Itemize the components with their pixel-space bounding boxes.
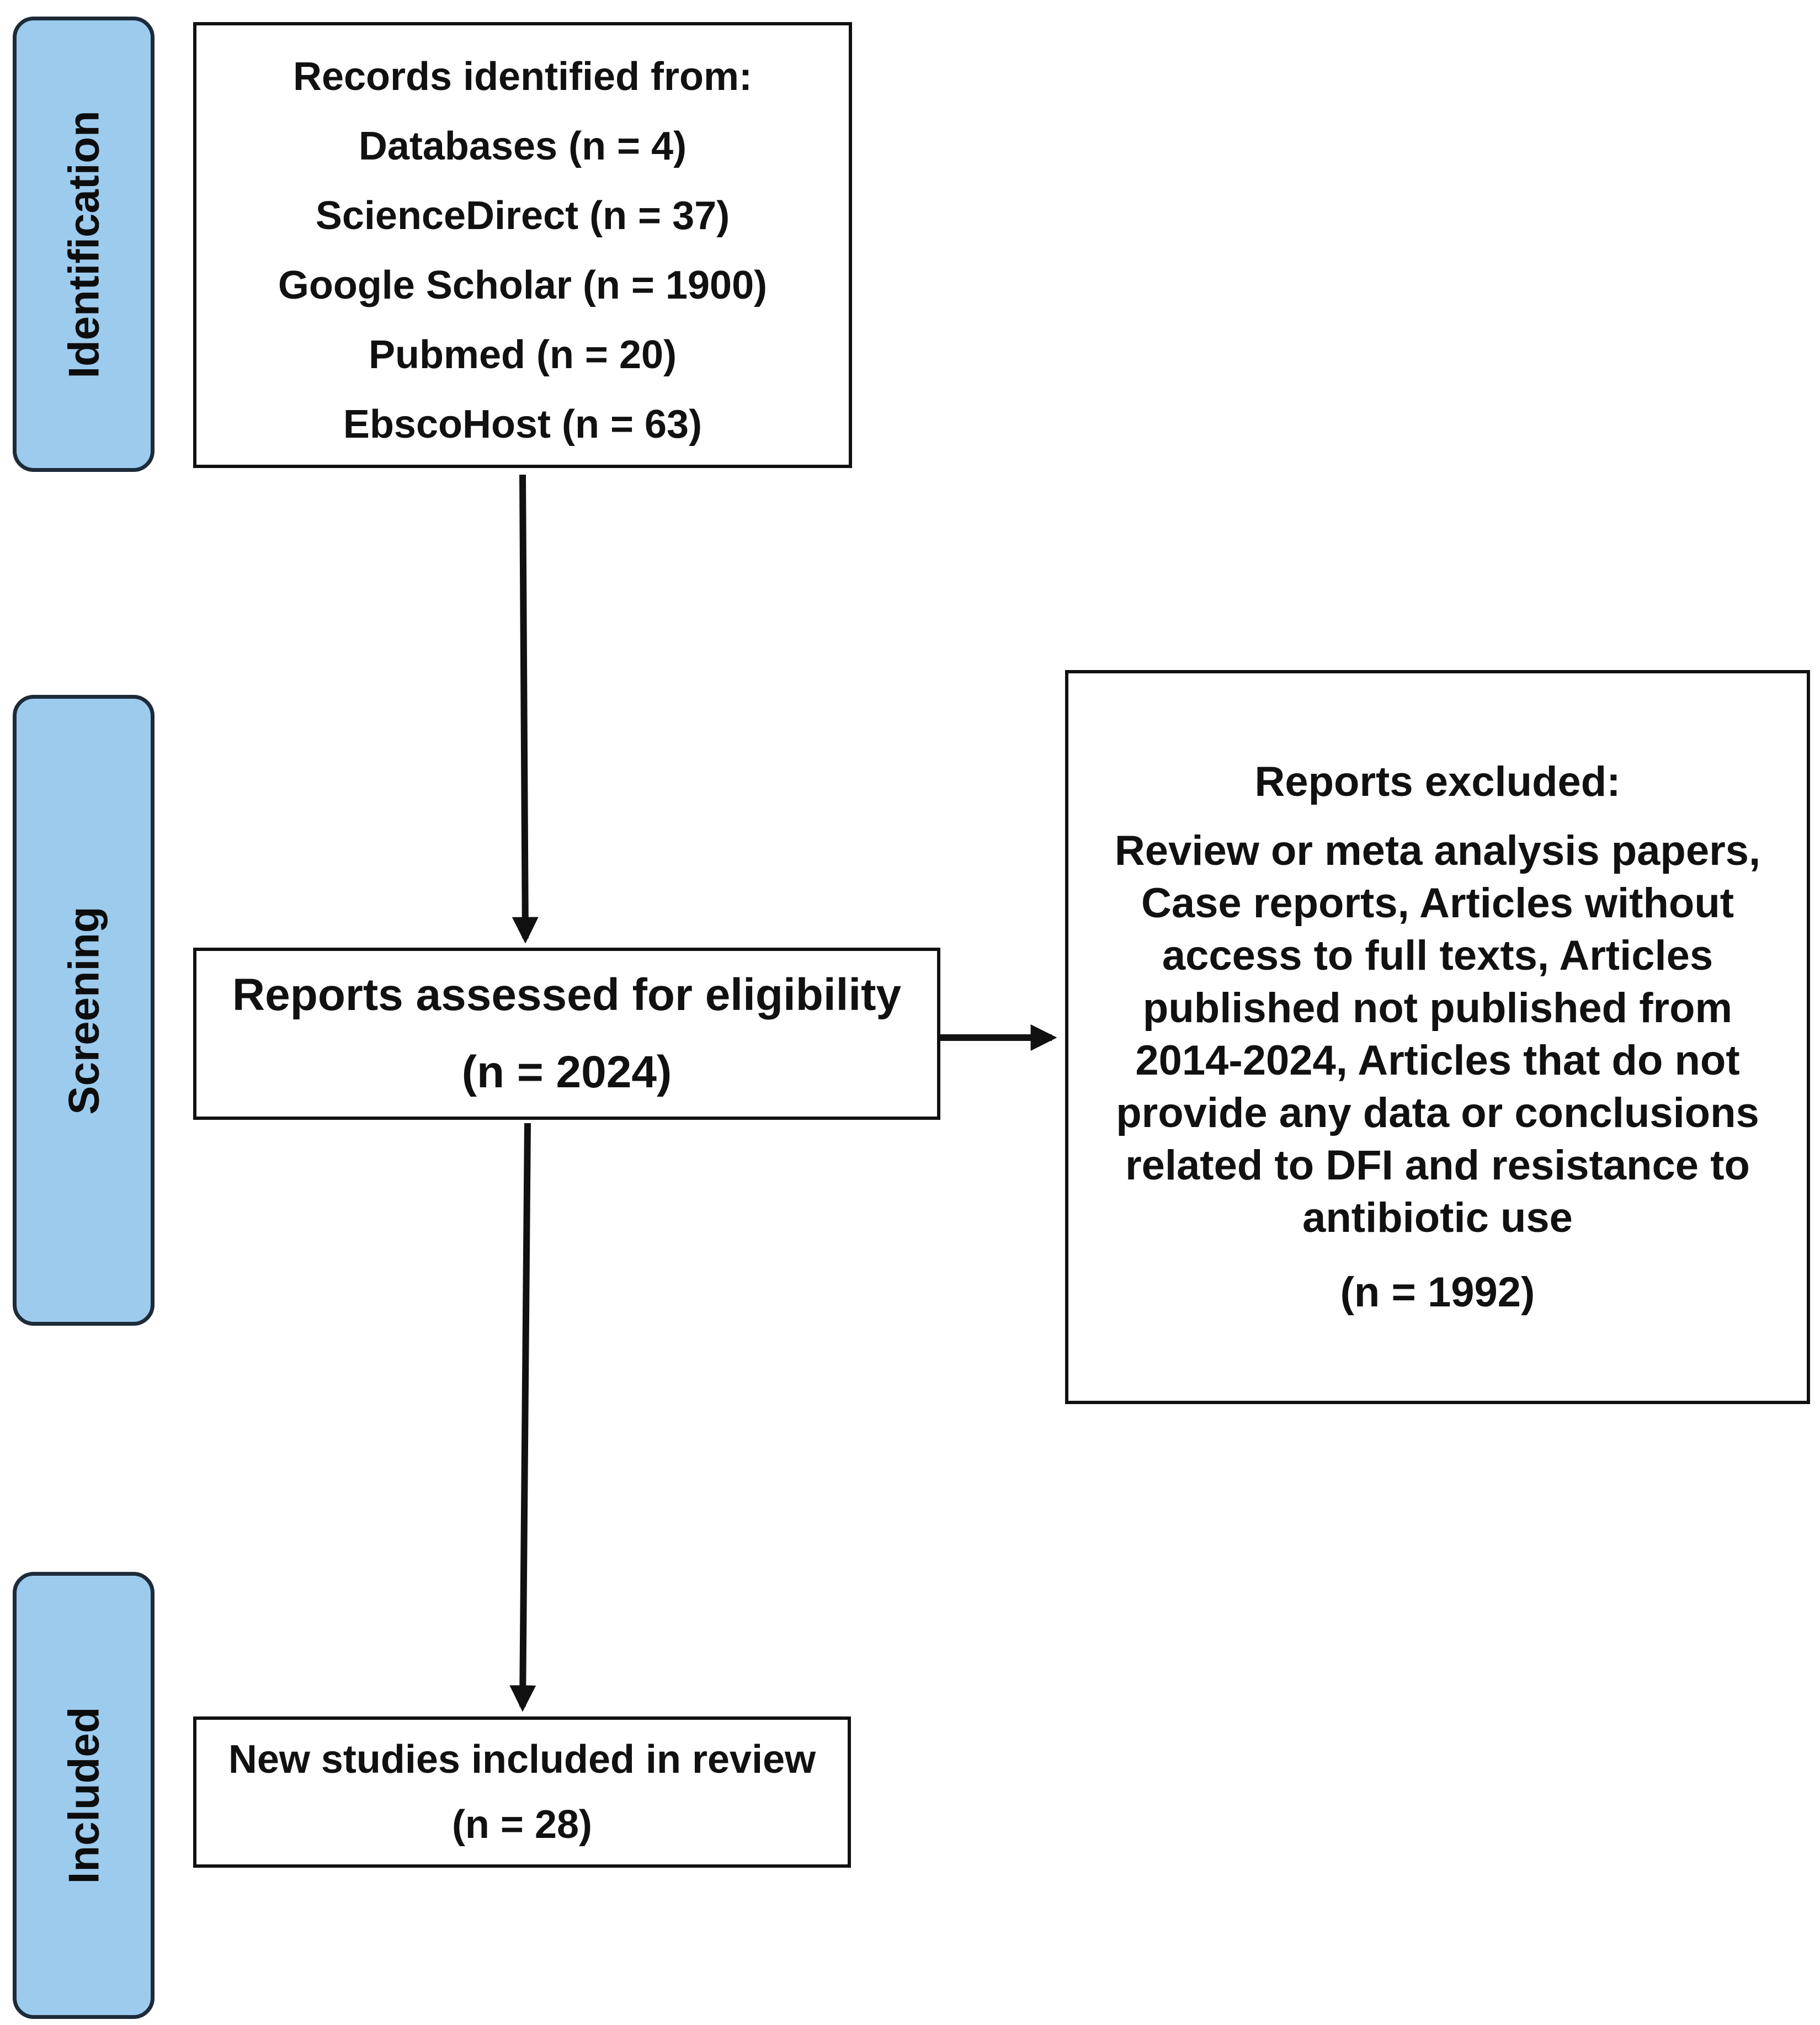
exclusion-reason-line: Review or meta analysis papers, [1114,827,1761,874]
source-pubmed: Pubmed (n = 20) [368,333,677,377]
exclusion-reason-line: antibiotic use [1302,1194,1573,1241]
stage-identification: Identification [13,17,155,472]
reports-assessed-title: Reports assessed for eligibility [232,970,902,1020]
source-databases: Databases (n = 4) [358,124,687,168]
exclusion-reason-line: access to full texts, Articles [1162,932,1713,979]
records-identified-box: Records identified from: Databases (n = … [193,22,852,468]
studies-included-count: (n = 28) [451,1803,593,1847]
source-ebscohost: EbscoHost (n = 63) [343,402,703,447]
stage-included: Included [13,1572,155,2019]
exclusion-reason-line: related to DFI and resistance to [1125,1142,1750,1189]
exclusion-reason-line: provide any data or conclusions [1116,1089,1759,1136]
studies-included-box: New studies included in review (n = 28) [193,1716,851,1868]
reports-excluded-title: Reports excluded: [1254,758,1621,805]
exclusion-reason-line: Case reports, Articles without [1141,880,1734,927]
stage-screening: Screening [13,695,155,1326]
exclusion-reason-line: published not published from [1142,985,1733,1032]
source-sciencedirect: ScienceDirect (n = 37) [315,194,730,238]
exclusion-reason-line: 2014-2024, Articles that do not [1135,1037,1740,1084]
records-identified-title: Records identified from: [292,55,753,99]
studies-included-title: New studies included in review [228,1737,816,1782]
arrow-identification-to-screening [512,474,539,944]
reports-excluded-count: (n = 1992) [1340,1269,1535,1316]
source-google-scholar: Google Scholar (n = 1900) [278,263,768,307]
reports-assessed-box: Reports assessed for eligibility (n = 20… [193,948,940,1120]
reports-excluded-box: Reports excluded: Review or meta analysi… [1065,670,1810,1404]
reports-assessed-count: (n = 2024) [461,1047,672,1097]
arrow-screening-to-included [509,1123,536,1712]
